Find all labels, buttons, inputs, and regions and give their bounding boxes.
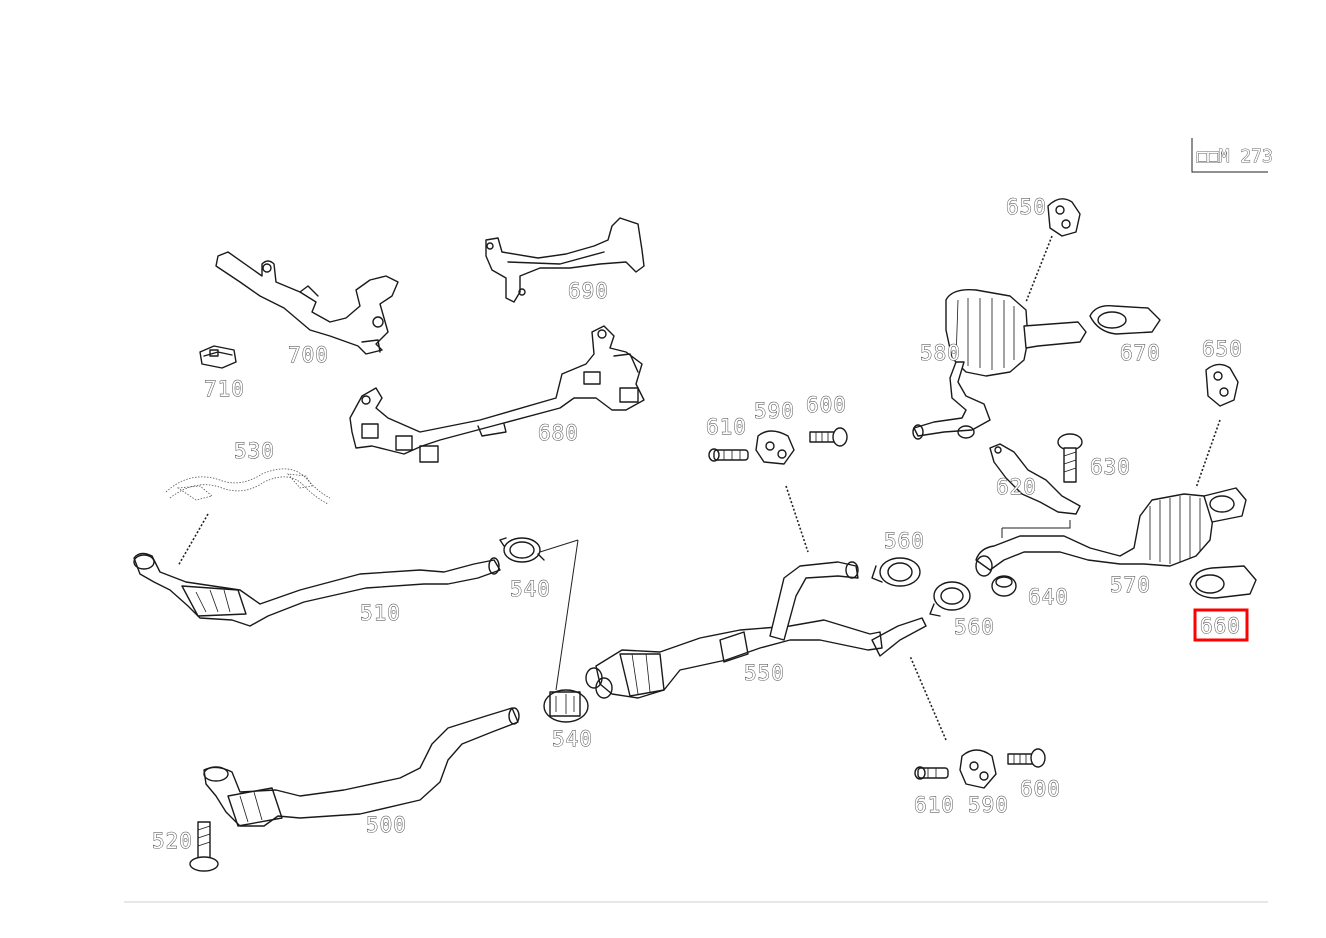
part-640-rubber-stopper[interactable] — [991, 575, 1017, 597]
svg-text:530: 530 — [234, 439, 275, 463]
svg-text:650: 650 — [1202, 337, 1243, 361]
callout-560-top[interactable]: 560 — [884, 529, 925, 554]
leader-590-bottom — [909, 655, 947, 741]
part-540-clamp-top[interactable] — [499, 537, 545, 563]
callout-670[interactable]: 670 — [1120, 341, 1161, 366]
svg-text:710: 710 — [204, 377, 245, 401]
callout-700[interactable]: 700 — [288, 343, 329, 368]
part-600-bolt-top[interactable] — [809, 427, 848, 447]
part-650-rubber-hanger-right[interactable] — [1205, 363, 1239, 407]
svg-text:500: 500 — [366, 813, 407, 837]
part-540-clamp-bottom[interactable] — [543, 689, 589, 723]
callout-530[interactable]: 530 — [234, 439, 275, 464]
callout-590-bottom[interactable]: 590 — [968, 793, 1009, 818]
part-590-rubber-mount-top[interactable] — [755, 430, 795, 465]
engine-label-text: □□M 273 — [1197, 146, 1273, 167]
part-710-clip-nut[interactable] — [199, 345, 237, 369]
svg-text:540: 540 — [552, 727, 593, 751]
leader-620 — [1002, 520, 1071, 529]
svg-text:520: 520 — [152, 829, 193, 853]
svg-text:610: 610 — [914, 793, 955, 817]
svg-text:550: 550 — [744, 661, 785, 685]
svg-text:640: 640 — [1028, 585, 1069, 609]
callout-550[interactable]: 550 — [744, 661, 785, 686]
callout-520[interactable]: 520 — [152, 829, 193, 854]
svg-text:560: 560 — [884, 529, 925, 553]
part-530-oxygen-sensor[interactable] — [165, 468, 331, 505]
svg-text:700: 700 — [288, 343, 329, 367]
part-700-bracket[interactable] — [215, 251, 399, 355]
part-690-bracket[interactable] — [485, 217, 645, 303]
svg-text:610: 610 — [706, 415, 747, 439]
leader-540-a — [555, 539, 579, 691]
svg-text:630: 630 — [1090, 455, 1131, 479]
part-560-clamp-top[interactable] — [871, 557, 921, 587]
svg-text:690: 690 — [568, 279, 609, 303]
svg-text:510: 510 — [360, 601, 401, 625]
callout-540-top[interactable]: 540 — [510, 577, 551, 602]
leader-650-right — [1195, 419, 1221, 489]
callout-680[interactable]: 680 — [538, 421, 579, 446]
callout-660-highlighted[interactable]: 660 — [1193, 608, 1249, 642]
part-620-bracket[interactable] — [989, 443, 1081, 515]
svg-text:590: 590 — [968, 793, 1009, 817]
callout-690[interactable]: 690 — [568, 279, 609, 304]
callout-600-bottom[interactable]: 600 — [1020, 777, 1061, 802]
part-610-bolt-bottom[interactable] — [914, 766, 949, 780]
callout-640[interactable]: 640 — [1028, 585, 1069, 610]
leader-530 — [177, 513, 209, 567]
callout-610-top[interactable]: 610 — [706, 415, 747, 440]
part-610-bolt-top[interactable] — [708, 448, 749, 462]
callout-570[interactable]: 570 — [1110, 573, 1151, 598]
callout-580[interactable]: 580 — [920, 341, 961, 366]
part-550-center-pipe[interactable] — [585, 561, 927, 699]
leader-590-top — [785, 485, 809, 553]
part-510-front-pipe[interactable] — [133, 552, 501, 627]
svg-text:540: 540 — [510, 577, 551, 601]
callout-650-right[interactable]: 650 — [1202, 337, 1243, 362]
svg-text:600: 600 — [1020, 777, 1061, 801]
callout-590-top[interactable]: 590 — [754, 399, 795, 424]
svg-text:580: 580 — [920, 341, 961, 365]
callout-500[interactable]: 500 — [366, 813, 407, 838]
callout-620[interactable]: 620 — [996, 475, 1037, 500]
part-580-rear-muffler-left[interactable] — [912, 289, 1087, 440]
part-650-rubber-hanger-top[interactable] — [1047, 198, 1081, 237]
part-660-tailpipe-tip[interactable] — [1189, 565, 1257, 599]
callout-650-top[interactable]: 650 — [1006, 195, 1047, 220]
part-500-front-pipe[interactable] — [203, 707, 520, 827]
part-680-bracket[interactable] — [349, 325, 645, 463]
leader-540-b — [539, 539, 579, 553]
engine-label: □□M 273 — [1191, 138, 1273, 173]
svg-text:620: 620 — [996, 475, 1037, 499]
callout-610-bottom[interactable]: 610 — [914, 793, 955, 818]
callout-710[interactable]: 710 — [204, 377, 245, 402]
svg-text:650: 650 — [1006, 195, 1047, 219]
part-670-tailpipe-tip[interactable] — [1089, 305, 1161, 335]
callout-630[interactable]: 630 — [1090, 455, 1131, 480]
svg-text:560: 560 — [954, 615, 995, 639]
part-570-rear-muffler-right[interactable] — [975, 487, 1247, 577]
part-560-clamp-mid[interactable] — [929, 581, 971, 617]
svg-text:590: 590 — [754, 399, 795, 423]
part-520-bolt[interactable] — [189, 821, 219, 872]
callout-600-top[interactable]: 600 — [806, 393, 847, 418]
svg-text:570: 570 — [1110, 573, 1151, 597]
callout-510[interactable]: 510 — [360, 601, 401, 626]
callout-540-bottom[interactable]: 540 — [552, 727, 593, 752]
part-630-bolt[interactable] — [1057, 433, 1083, 483]
part-590-rubber-mount-bottom[interactable] — [959, 749, 997, 789]
callout-560-mid[interactable]: 560 — [954, 615, 995, 640]
svg-text:600: 600 — [806, 393, 847, 417]
leader-650-top — [1025, 235, 1053, 303]
svg-text:670: 670 — [1120, 341, 1161, 365]
callout-660-highlight-box — [1193, 608, 1249, 642]
svg-text:660: 660 — [1200, 614, 1241, 638]
part-600-bolt-bottom[interactable] — [1007, 748, 1046, 768]
svg-text:680: 680 — [538, 421, 579, 445]
